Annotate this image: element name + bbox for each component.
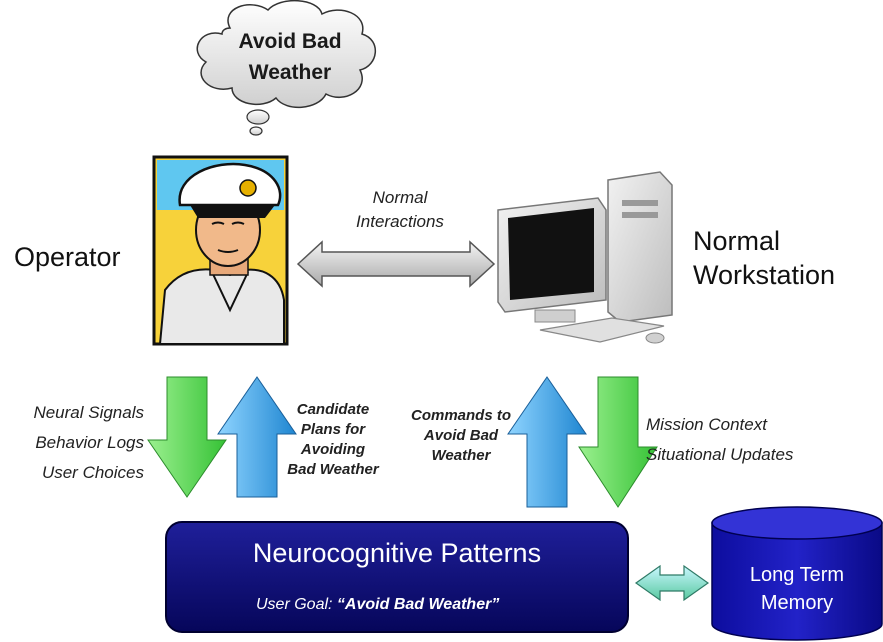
cloud-line-1: Avoid Bad [238, 30, 342, 53]
neuro-title: Neurocognitive Patterns [252, 538, 542, 568]
green-down-arrow-right [578, 376, 658, 508]
commands-line: Commands to [410, 407, 511, 424]
left-signals: Neural Signals Behavior Logs User Choice… [6, 398, 144, 488]
mission-line: Mission Context [646, 415, 767, 434]
plans-line: Candidate [296, 401, 370, 418]
neuro-goal: User Goal: “Avoid Bad Weather” [256, 596, 499, 614]
goal-prefix: User Goal: [256, 596, 337, 613]
normal-interactions-arrow [296, 240, 496, 288]
goal-value: “Avoid Bad Weather” [336, 596, 500, 613]
signal-item: Behavior Logs [35, 433, 144, 452]
commands-label: Commands to Avoid Bad Weather [406, 406, 516, 466]
workstation-line-1: Normal [693, 226, 781, 256]
memory-label: Long Term Memory [712, 561, 882, 617]
plans-line: Avoiding [300, 441, 366, 458]
interactions-line-1: Normal [372, 188, 428, 207]
commands-line: Weather [431, 447, 491, 464]
memory-line-1: Long Term [749, 564, 845, 586]
plans-line: Plans for [300, 421, 366, 438]
operator-label: Operator [14, 242, 121, 272]
mission-label: Mission Context Situational Updates [646, 410, 793, 470]
blue-up-arrow-right [507, 376, 587, 508]
signal-item: User Choices [41, 463, 144, 482]
operator-portrait [152, 155, 289, 346]
memory-link-arrow [634, 564, 710, 602]
interactions-label: Normal Interactions [330, 186, 470, 234]
workstation-line-2: Workstation [693, 260, 836, 290]
workstation-label: Normal Workstation [693, 224, 835, 292]
long-term-memory-cylinder [711, 506, 883, 641]
mission-line: Situational Updates [646, 445, 794, 464]
cloud-line-2: Weather [248, 61, 332, 84]
memory-line-2: Memory [760, 592, 834, 614]
workstation-computer [497, 171, 673, 344]
signal-item: Neural Signals [33, 403, 144, 422]
neurocognitive-box [165, 521, 629, 633]
candidate-plans: Candidate Plans for Avoiding Bad Weather [268, 400, 398, 480]
blue-up-arrow-left [217, 376, 297, 498]
interactions-line-2: Interactions [356, 212, 444, 231]
plans-line: Bad Weather [287, 461, 379, 478]
thought-cloud [196, 0, 377, 136]
green-down-arrow-left [147, 376, 227, 498]
commands-line: Avoid Bad [423, 427, 499, 444]
cloud-text: Avoid Bad Weather [220, 26, 360, 88]
